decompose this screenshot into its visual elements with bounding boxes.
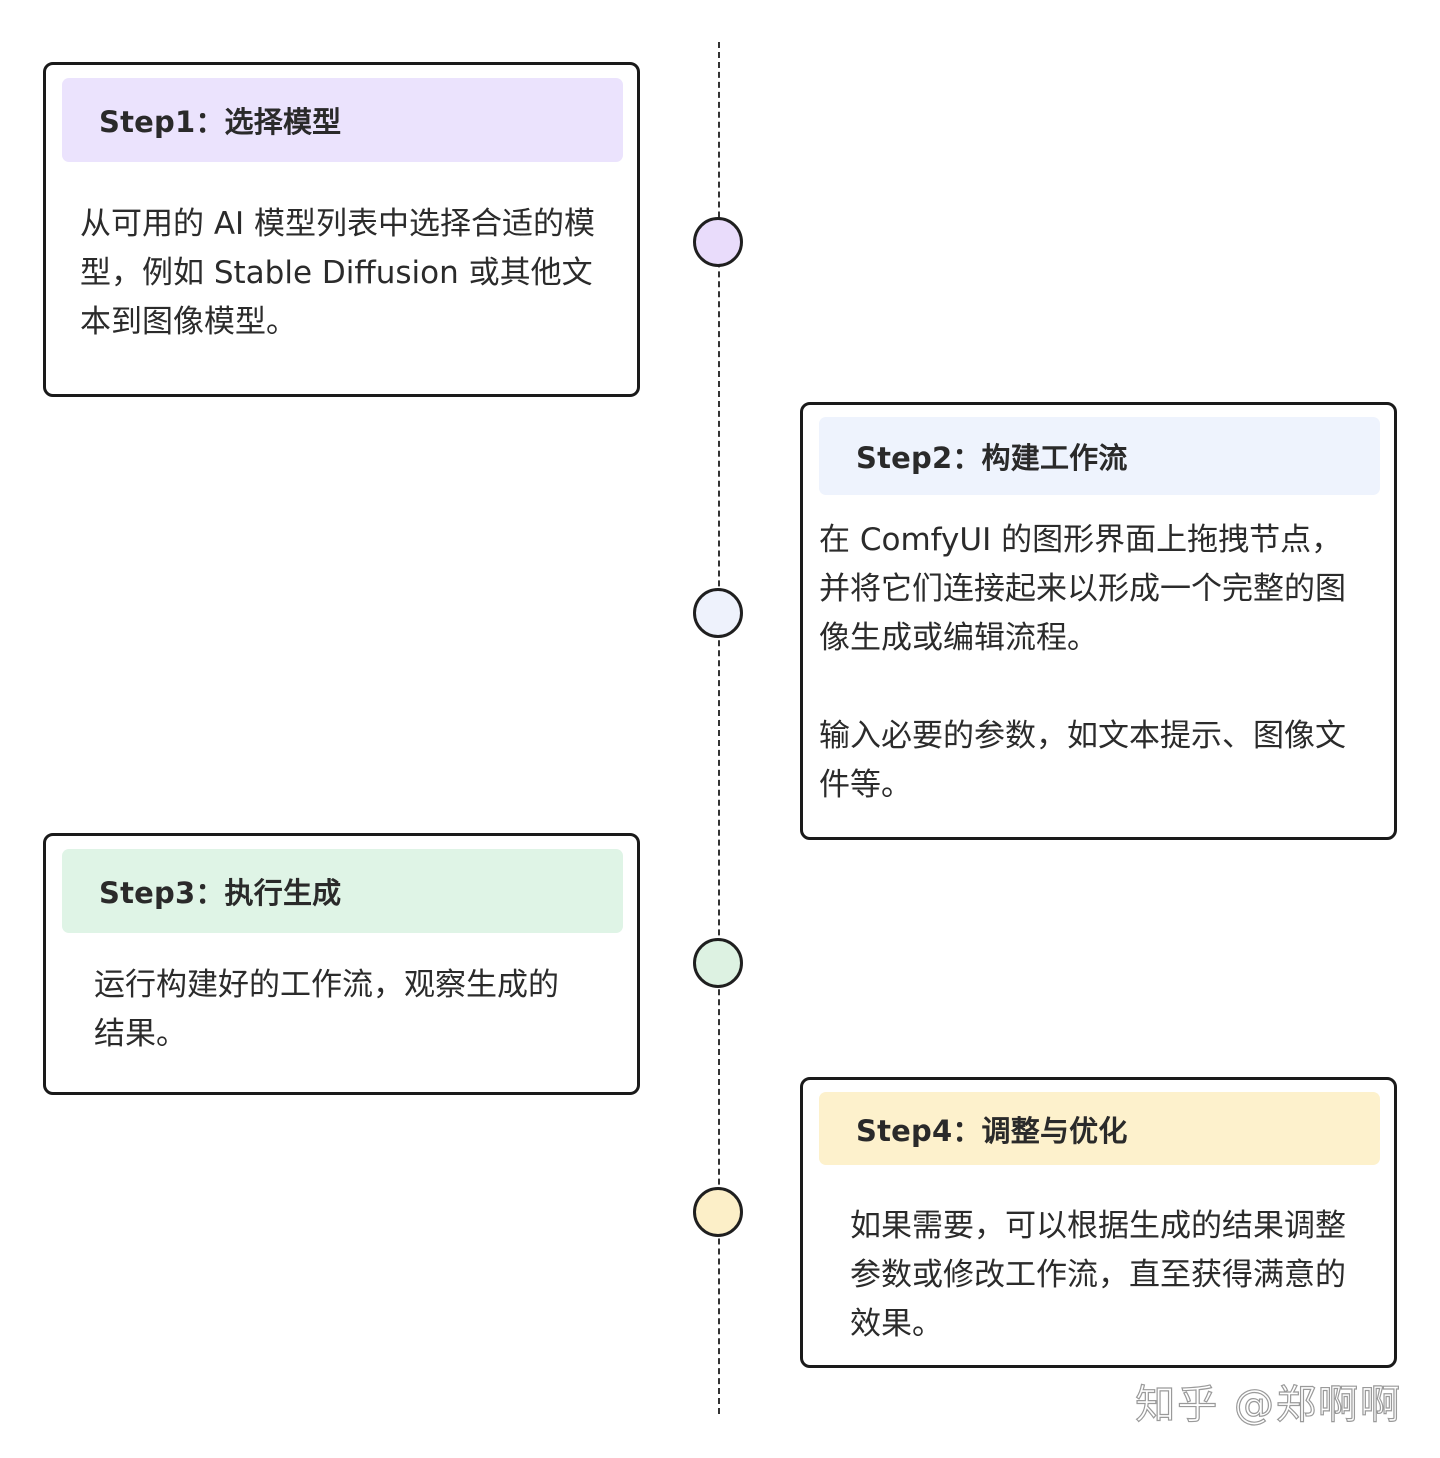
timeline-node-2 — [693, 588, 743, 638]
step-body-text: 在 ComfyUI 的图形界面上拖拽节点，并将它们连接起来以形成一个完整的图像生… — [819, 522, 1346, 656]
timeline-line — [718, 42, 720, 1414]
step-body-text: 运行构建好的工作流，观察生成的结果。 — [94, 967, 559, 1052]
step-title: Step2：构建工作流 — [856, 441, 1128, 475]
step-card-1: Step1：选择模型 从可用的 AI 模型列表中选择合适的模型，例如 Stabl… — [43, 62, 640, 397]
step-header-3: Step3：执行生成 — [62, 849, 623, 933]
step-card-3: Step3：执行生成 运行构建好的工作流，观察生成的结果。 — [43, 833, 640, 1095]
step-body-1: 从可用的 AI 模型列表中选择合适的模型，例如 Stable Diffusion… — [80, 200, 600, 347]
watermark: 知乎 @郑啊啊 — [1135, 1381, 1402, 1428]
step-card-4: Step4：调整与优化 如果需要，可以根据生成的结果调整参数或修改工作流，直至获… — [800, 1077, 1397, 1368]
step-body-3: 运行构建好的工作流，观察生成的结果。 — [94, 961, 584, 1059]
step-header-1: Step1：选择模型 — [62, 78, 623, 162]
step-body-4: 如果需要，可以根据生成的结果调整参数或修改工作流，直至获得满意的效果。 — [850, 1202, 1350, 1349]
step-body-2: 在 ComfyUI 的图形界面上拖拽节点，并将它们连接起来以形成一个完整的图像生… — [819, 516, 1367, 810]
timeline-node-1 — [693, 217, 743, 267]
step-title: Step1：选择模型 — [99, 105, 342, 139]
step-body-text: 如果需要，可以根据生成的结果调整参数或修改工作流，直至获得满意的效果。 — [850, 1208, 1346, 1342]
step-body-text: 输入必要的参数，如文本提示、图像文件等。 — [819, 718, 1346, 803]
step-body-text: 从可用的 AI 模型列表中选择合适的模型，例如 Stable Diffusion… — [80, 206, 596, 340]
timeline-node-4 — [693, 1187, 743, 1237]
step-title: Step3：执行生成 — [99, 876, 342, 910]
step-header-2: Step2：构建工作流 — [819, 417, 1380, 495]
step-card-2: Step2：构建工作流 在 ComfyUI 的图形界面上拖拽节点，并将它们连接起… — [800, 402, 1397, 840]
step-title: Step4：调整与优化 — [856, 1113, 1128, 1148]
step-header-4: Step4：调整与优化 — [819, 1092, 1380, 1165]
timeline-node-3 — [693, 938, 743, 988]
